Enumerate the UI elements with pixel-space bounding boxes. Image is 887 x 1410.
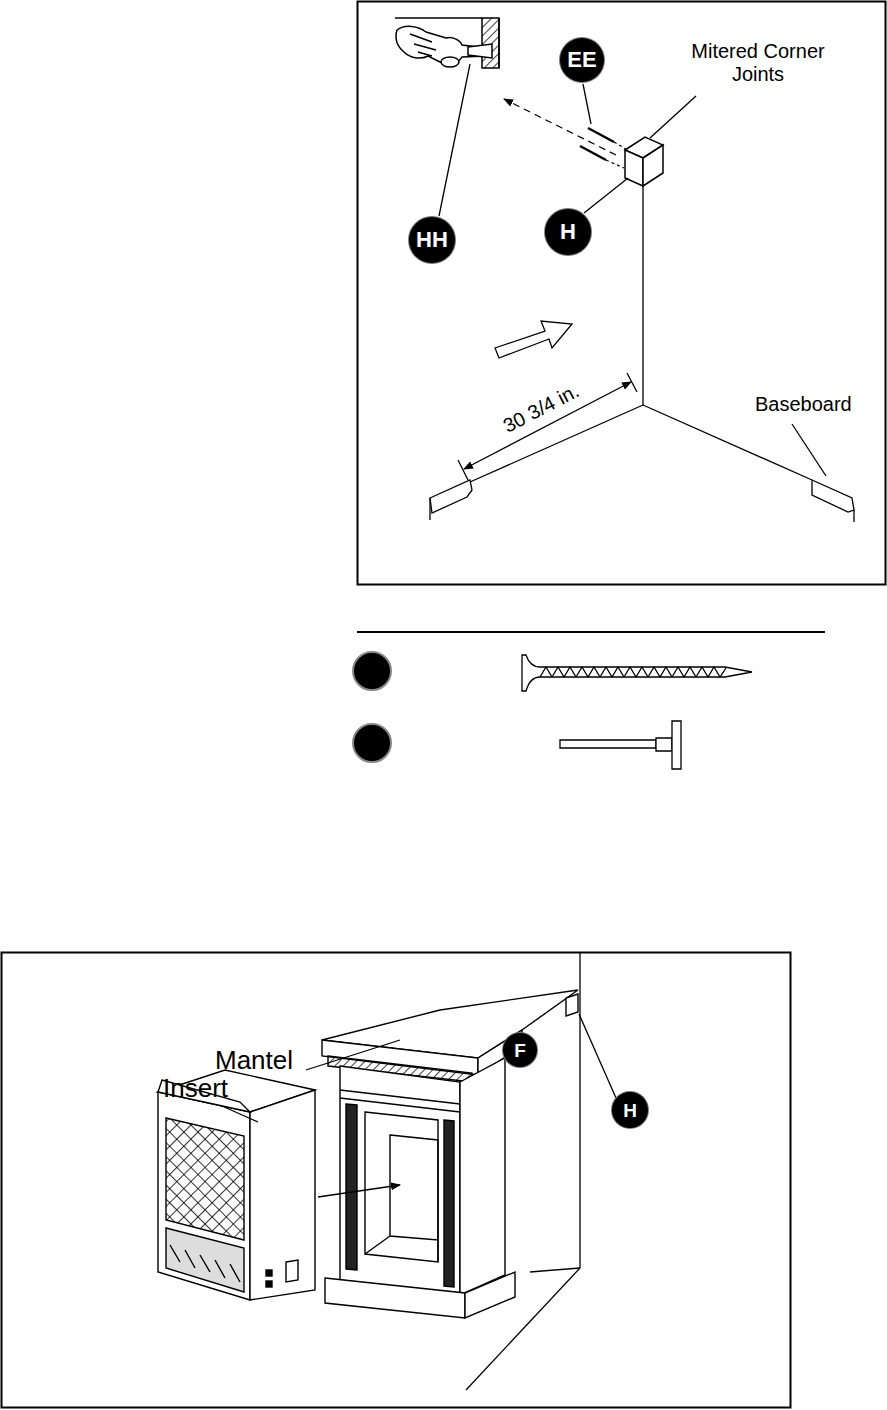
insert-drawing bbox=[158, 1070, 315, 1300]
screws bbox=[580, 146, 606, 160]
corner-block bbox=[643, 145, 663, 186]
anchor-symbol bbox=[560, 740, 656, 748]
insert-drawing bbox=[158, 1092, 250, 1300]
hand-inserting-anchor bbox=[468, 44, 492, 58]
callout-circle: H bbox=[612, 1092, 648, 1128]
dimension-line bbox=[627, 373, 637, 392]
insert-drawing bbox=[266, 1270, 272, 1276]
room-corner bbox=[470, 186, 812, 482]
parts-rule bbox=[357, 631, 825, 633]
mantel-drawing bbox=[465, 1272, 515, 1318]
screws bbox=[588, 128, 614, 142]
callout-letter: F bbox=[514, 1041, 526, 1060]
mantel-drawing bbox=[340, 1066, 460, 1295]
mantel-drawing bbox=[460, 1058, 505, 1295]
insert-drawing bbox=[166, 1118, 244, 1240]
wall-section bbox=[482, 18, 499, 68]
room-corner bbox=[579, 952, 580, 1268]
room-corner bbox=[466, 1268, 580, 1390]
screws bbox=[614, 142, 626, 149]
room-corner bbox=[470, 405, 643, 482]
leader-lines bbox=[584, 178, 628, 213]
callout-letter: H bbox=[623, 1101, 637, 1120]
hand-inserting-anchor bbox=[410, 34, 436, 56]
part-label: Insert bbox=[163, 1074, 228, 1104]
part-label: Mitered Corner Joints bbox=[683, 40, 833, 86]
baseboard bbox=[853, 510, 854, 522]
leader-lines bbox=[439, 64, 470, 216]
hand-inserting-anchor bbox=[396, 26, 492, 67]
part-badge bbox=[353, 724, 391, 762]
wall-section bbox=[395, 17, 482, 19]
insert-drawing bbox=[266, 1281, 272, 1287]
insert-drawing bbox=[170, 1245, 240, 1282]
baseboard bbox=[429, 498, 430, 520]
mantel-drawing bbox=[365, 1236, 438, 1262]
dimension-line bbox=[458, 460, 468, 480]
mantel-drawing bbox=[325, 1278, 465, 1318]
hand-inserting-anchor bbox=[441, 57, 459, 67]
screw-symbol bbox=[522, 655, 752, 691]
screw-symbol bbox=[522, 655, 752, 691]
leader-lines bbox=[792, 424, 826, 476]
callout-circle: EE bbox=[560, 38, 604, 82]
leader-lines bbox=[222, 1106, 258, 1122]
leader-lines bbox=[583, 84, 591, 124]
anchor-symbol bbox=[560, 721, 681, 769]
part-badge bbox=[353, 652, 391, 690]
corner-block bbox=[625, 137, 663, 186]
room-corner bbox=[643, 405, 812, 480]
mantel-drawing bbox=[340, 1098, 460, 1112]
insert-drawing bbox=[286, 1260, 298, 1282]
part-label: Mantel bbox=[215, 1046, 293, 1076]
room-corner bbox=[530, 1268, 580, 1272]
callout-letter: HH bbox=[416, 229, 448, 251]
direction-arrow bbox=[318, 1185, 400, 1197]
part-label: Baseboard bbox=[755, 393, 852, 416]
mantel-drawing bbox=[322, 990, 578, 1318]
figure-frame bbox=[358, 2, 886, 585]
mantel-drawing bbox=[340, 1090, 460, 1104]
callout-letter: EE bbox=[567, 49, 596, 71]
screws bbox=[580, 128, 626, 168]
leader-lines bbox=[579, 1014, 616, 1098]
callout-circle: HH bbox=[409, 217, 455, 263]
dimension-line bbox=[458, 373, 637, 480]
screw-symbol bbox=[540, 667, 726, 677]
mantel-drawing bbox=[365, 1112, 438, 1262]
screws bbox=[606, 160, 624, 168]
mantel-drawing bbox=[566, 994, 578, 1016]
corner-block bbox=[625, 150, 643, 186]
anchor-symbol bbox=[656, 738, 672, 751]
mantel-drawing bbox=[346, 1104, 357, 1270]
insert-drawing bbox=[250, 1090, 315, 1300]
callout-letter: H bbox=[560, 221, 576, 243]
leader-lines bbox=[650, 96, 696, 138]
hollow-arrow bbox=[495, 321, 572, 358]
room-corner bbox=[642, 186, 643, 405]
wall-section bbox=[498, 18, 500, 68]
direction-arrow bbox=[504, 99, 616, 155]
mantel-drawing bbox=[444, 1120, 454, 1287]
mantel-drawing bbox=[390, 1135, 438, 1240]
callout-circle: F bbox=[503, 1033, 537, 1067]
hand-inserting-anchor bbox=[396, 26, 486, 64]
wall-section bbox=[395, 18, 499, 68]
insert-drawing bbox=[166, 1228, 244, 1292]
baseboard bbox=[430, 480, 472, 513]
figure-frame bbox=[2, 953, 791, 1408]
leader-lines bbox=[306, 1040, 400, 1070]
baseboard bbox=[430, 480, 854, 522]
baseboard bbox=[812, 480, 854, 512]
callout-circle: H bbox=[545, 209, 591, 255]
anchor-symbol bbox=[672, 721, 681, 769]
